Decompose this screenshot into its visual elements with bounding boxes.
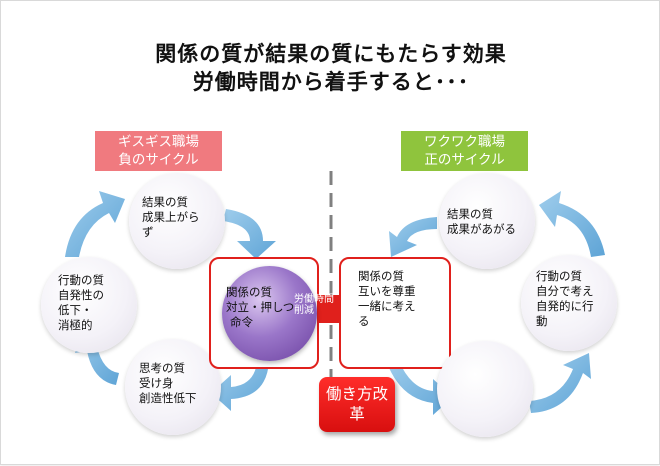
pos-thinking-node <box>437 341 533 437</box>
pos-action-line1: 行動の質 <box>536 269 582 283</box>
pos-action-line2: 自分で考え <box>536 284 594 298</box>
neg-relationship-line3: 命令 <box>230 315 253 329</box>
negative-cycle-label-line1: ギスギス職場 <box>118 134 199 150</box>
pos-arrow-thinking-to-action <box>529 353 591 413</box>
neg-action-line2: 自発性の <box>58 288 104 302</box>
pos-action-line4: 動 <box>536 314 548 328</box>
neg-result-text: 結果の質 成果上がら ず <box>142 195 200 240</box>
neg-thinking-line3: 創造性低下 <box>139 391 197 405</box>
pos-relationship-text: 関係の質 互いを尊重 一緒に考え る <box>358 269 416 329</box>
pos-arrow-relationship-to-thinking <box>387 361 453 415</box>
transition-arrow-text: 労働時間 削減 <box>294 294 334 316</box>
neg-action-text: 行動の質 自発性の 低下・ 消極的 <box>58 273 104 333</box>
neg-result-line3: ず <box>142 225 154 239</box>
reform-badge-line1: 働き方改 <box>325 385 388 403</box>
pos-action-node <box>521 255 617 351</box>
neg-arrow-result-to-relationship <box>223 209 276 259</box>
neg-relationship-node <box>222 266 317 361</box>
pos-relationship-line4: る <box>358 314 370 328</box>
reform-badge-line2: 革 <box>349 405 365 423</box>
slide-title-line2: 労働時間から着手すると･･･ <box>192 70 470 94</box>
positive-cycle-label-line2: 正のサイクル <box>424 152 505 168</box>
transition-arrow-line1: 労働時間 <box>294 294 334 305</box>
pos-relationship-line1: 関係の質 <box>358 269 404 283</box>
negative-cycle-label: ギスギス職場 負のサイクル <box>95 131 222 171</box>
pos-result-line2: 成果があがる <box>447 222 516 236</box>
pos-relationship-box <box>339 257 451 369</box>
neg-relationship-text: 関係の質 対立・押しつ 命令 <box>226 285 294 330</box>
neg-action-line3: 低下・ <box>58 303 93 317</box>
neg-result-node <box>129 173 225 269</box>
neg-thinking-text: 思考の質 受け身 創造性低下 <box>139 361 197 406</box>
neg-relationship-line1: 関係の質 <box>226 285 272 299</box>
negative-cycle-label-line2: 負のサイクル <box>118 152 199 168</box>
work-style-reform-badge: 働き方改 革 <box>319 377 395 432</box>
slide-title-line1: 関係の質が結果の質にもたらす効果 <box>155 42 507 66</box>
pos-relationship-line3: 一緒に考え <box>358 299 416 313</box>
neg-action-node <box>41 257 137 353</box>
neg-thinking-node <box>125 339 221 435</box>
transition-arrow-line2: 削減 <box>294 305 314 316</box>
positive-cycle-label: ワクワク職場 正のサイクル <box>401 131 528 171</box>
pos-arrow-action-to-result <box>539 191 605 257</box>
pos-result-line1: 結果の質 <box>447 207 493 221</box>
pos-action-line3: 自発的に行 <box>536 299 594 313</box>
pos-action-text: 行動の質 自分で考え 自発的に行 動 <box>536 269 594 329</box>
neg-arrow-relationship-to-thinking <box>211 361 269 411</box>
positive-cycle-label-line1: ワクワク職場 <box>424 134 505 150</box>
neg-thinking-line2: 受け身 <box>139 376 174 390</box>
neg-action-line4: 消極的 <box>58 318 93 332</box>
pos-relationship-line2: 互いを尊重 <box>358 284 416 298</box>
neg-relationship-line2: 対立・押しつ <box>226 300 295 314</box>
pos-arrow-result-to-relationship <box>389 217 437 257</box>
neg-result-line2: 成果上がら <box>142 210 200 224</box>
neg-arrow-action-to-result <box>65 191 125 257</box>
pos-result-node <box>439 173 535 269</box>
neg-thinking-line1: 思考の質 <box>139 361 185 375</box>
neg-result-line1: 結果の質 <box>142 195 188 209</box>
pos-result-text: 結果の質 成果があがる <box>447 207 516 237</box>
neg-action-line1: 行動の質 <box>58 273 104 287</box>
